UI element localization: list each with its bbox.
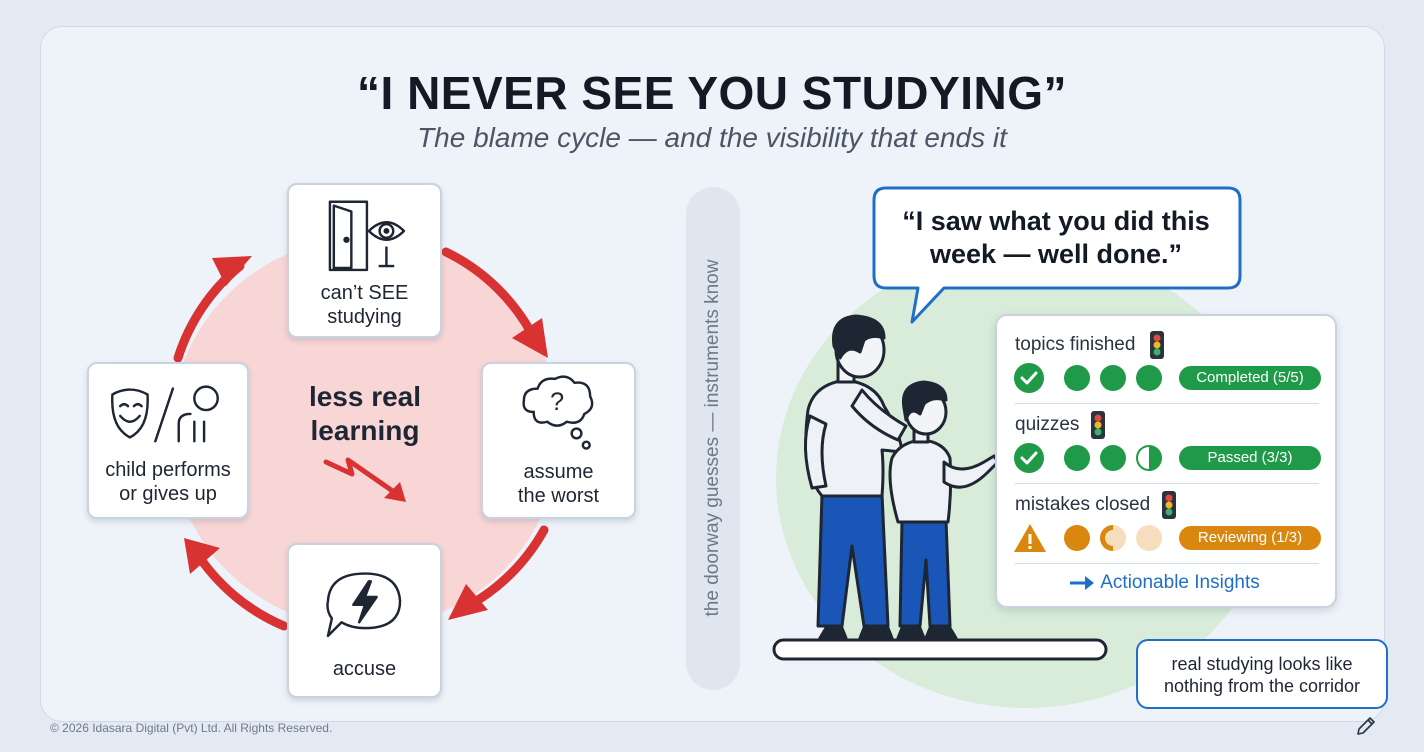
page-subtitle: The blame cycle — and the visibility tha… [417,122,1007,153]
separator [1015,563,1319,564]
cycle-node-accuse: accuse [287,543,442,698]
quizzes-progress-dots [1014,443,1162,473]
cycle-node-cant-see: can’t SEE studying [287,183,442,338]
mask-person-icon [111,385,219,443]
page-title: “I NEVER SEE YOU STUDYING” [357,67,1067,119]
door-eye-icon [328,200,406,272]
cycle-node-assume-worst: ? assume the worst [481,362,636,519]
topics-progress-dots [1014,363,1162,393]
traffic-light-icon [1150,331,1164,359]
cycle-node-child-performs: child performs or gives up [87,362,249,519]
progress-panel: topics finished Completed (5/5) quizzes … [995,314,1337,608]
cycle-center-label: less real learning [308,381,422,446]
adult-figure [803,314,908,640]
traffic-light-icon [1162,491,1176,519]
svg-text:?: ? [550,388,564,416]
thought-question-icon: ? [522,375,594,450]
arrowhead-top-left [212,256,252,286]
arrowhead-top-right [512,318,548,358]
pen-icon [1357,717,1375,735]
separator [1015,483,1319,484]
copyright-footer: © 2026 Idasara Digital (Pvt) Ltd. All Ri… [50,721,333,735]
metric-label-topics: topics finished [1015,334,1136,355]
arrow-right-icon [1070,576,1094,590]
speech-lightning-icon [326,572,402,638]
status-badge-quizzes: Passed (3/3) [1179,446,1321,470]
child-figure [888,380,1000,640]
vertical-divider [686,187,740,690]
cycle-node-label: child performs or gives up [105,459,231,505]
status-badge-mistakes: Reviewing (1/3) [1179,526,1321,550]
separator [1015,403,1319,404]
status-badge-topics: Completed (5/5) [1179,366,1321,390]
trend-down-arrow [323,457,397,495]
arrowhead-bottom-right [448,584,488,620]
cycle-node-label: can’t SEE studying [320,282,409,328]
cycle-node-label: accuse [332,658,397,680]
traffic-light-icon [1091,411,1105,439]
ground-platform [772,638,1108,661]
cycle-node-label: assume the worst [517,461,600,507]
arrowhead-bottom-left [184,538,220,574]
speech-bubble-text: “I saw what you did this week — well don… [902,206,1210,269]
mistakes-progress-dots [1014,524,1162,552]
corridor-note: real studying looks like nothing from th… [1136,639,1388,709]
actionable-insights-link[interactable]: Actionable Insights [1100,572,1260,593]
metric-label-quizzes: quizzes [1015,414,1080,435]
metric-label-mistakes: mistakes closed [1015,494,1151,515]
